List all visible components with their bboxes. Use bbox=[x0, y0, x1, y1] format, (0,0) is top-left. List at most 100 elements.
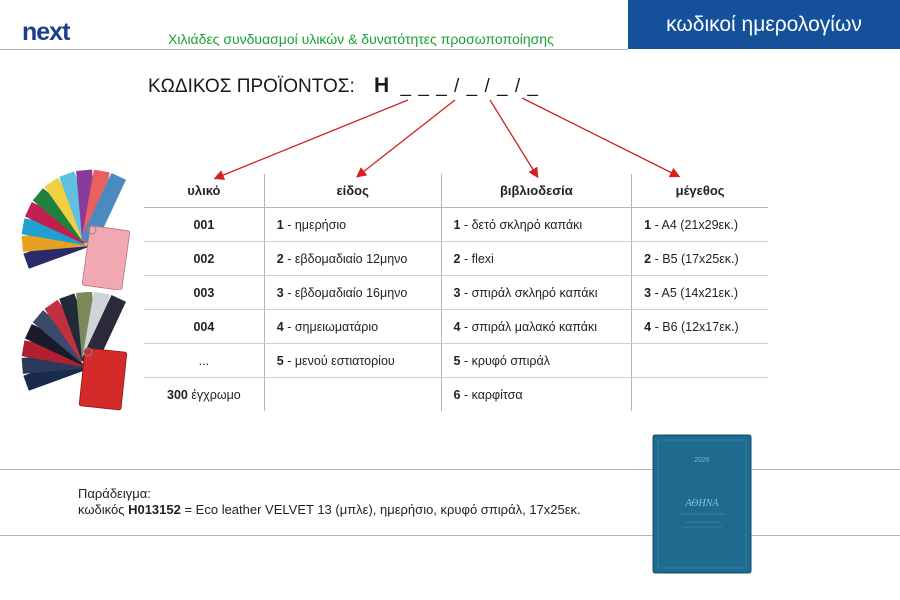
table-cell: 2 - flexi bbox=[440, 241, 632, 276]
cell-text: - A5 (14x21εκ.) bbox=[651, 285, 738, 300]
cell-text: - σημειωματάριο bbox=[283, 319, 379, 334]
tagline: Χιλιάδες συνδυασμοί υλικών & δυνατότητες… bbox=[168, 31, 554, 47]
cell-text: - A4 (21x29εκ.) bbox=[651, 217, 738, 232]
cell-code: 3 bbox=[644, 285, 652, 300]
cell-code: 2 bbox=[644, 251, 652, 266]
table-cell bbox=[631, 377, 768, 411]
page-title: κωδικοί ημερολογίων bbox=[666, 13, 862, 36]
cell-text: - B5 (17x25εκ.) bbox=[651, 251, 739, 266]
example-block: Παράδειγμα: κωδικός H013152 = Eco leathe… bbox=[78, 486, 581, 518]
header-divider bbox=[0, 49, 628, 50]
code-table: υλικό είδος βιβλιοδεσία μέγεθος 001 1 - η… bbox=[144, 174, 768, 411]
table-cell: 001 bbox=[144, 207, 265, 242]
table-cell bbox=[631, 343, 768, 378]
product-code-label: ΚΩΔΙΚΟΣ ΠΡΟΪΟΝΤΟΣ: bbox=[148, 76, 355, 97]
cell-code: 1 bbox=[276, 217, 284, 232]
table-cell: 1 - A4 (21x29εκ.) bbox=[631, 207, 768, 242]
header-material: υλικό bbox=[144, 174, 265, 208]
cell-text: - ημερήσιο bbox=[283, 217, 347, 232]
table-cell: 3 - σπιράλ σκληρό καπάκι bbox=[440, 275, 632, 310]
product-code-pattern: _ _ _ / _ / _ / _ bbox=[400, 76, 539, 97]
cell-code: 6 bbox=[453, 387, 461, 402]
table-header-row: υλικό είδος βιβλιοδεσία μέγεθος bbox=[144, 174, 768, 208]
planner-cover-text: ΑΘΗΝΑ bbox=[685, 498, 720, 509]
cell-code: 3 bbox=[453, 285, 461, 300]
material-swatch-fan-light bbox=[21, 169, 130, 290]
cell-code: 1 bbox=[453, 217, 461, 232]
arrow-size bbox=[521, 97, 681, 178]
table-cell: 3 - εβδομαδιαίο 16μηνο bbox=[263, 275, 442, 310]
example-bottom-divider bbox=[0, 535, 900, 536]
table-cell: 4 - B6 (12x17εκ.) bbox=[631, 309, 768, 344]
cell-code: 5 bbox=[276, 353, 284, 368]
table-cell: 1 - ημερήσιο bbox=[263, 207, 442, 242]
cell-code: 5 bbox=[453, 353, 461, 368]
brand-logo: next bbox=[22, 18, 70, 46]
table-cell: 5 - μενού εστιατορίου bbox=[263, 343, 442, 378]
table-cell: 4 - σημειωματάριο bbox=[263, 309, 442, 344]
table-cell: ... bbox=[144, 343, 265, 378]
cell-code: 4 bbox=[644, 319, 652, 334]
cell-text: - μενού εστιατορίου bbox=[283, 353, 395, 368]
table-cell: 002 bbox=[144, 241, 265, 276]
cell-code: 4 bbox=[276, 319, 284, 334]
cell-code: 001 bbox=[193, 217, 215, 232]
cell-text: - δετό σκληρό καπάκι bbox=[460, 217, 583, 232]
cell-text: - σπιράλ σκληρό καπάκι bbox=[460, 285, 598, 300]
example-description: = Eco leather VELVET 13 (μπλε), ημερήσιο… bbox=[180, 502, 581, 517]
cell-code: 300 bbox=[167, 387, 188, 402]
planner-year: 2026 bbox=[694, 457, 710, 464]
cell-text: - εβδομαδιαίο 16μηνο bbox=[283, 285, 408, 300]
header-size: μέγεθος bbox=[631, 174, 768, 208]
arrow-binding bbox=[489, 99, 539, 179]
table-cell: 4 - σπιράλ μαλακό καπάκι bbox=[440, 309, 632, 344]
table-cell: 003 bbox=[144, 275, 265, 310]
example-line: κωδικός H013152 = Eco leather VELVET 13 … bbox=[78, 502, 581, 518]
cell-code: 004 bbox=[193, 319, 215, 334]
cell-code: 003 bbox=[193, 285, 215, 300]
product-code-row: ΚΩΔΙΚΟΣ ΠΡΟΪΟΝΤΟΣ: H _ _ _ / _ / _ / _ bbox=[148, 74, 539, 98]
table-cell: 2 - εβδομαδιαίο 12μηνο bbox=[263, 241, 442, 276]
table-cell: 2 - B5 (17x25εκ.) bbox=[631, 241, 768, 276]
table-cell: 3 - A5 (14x21εκ.) bbox=[631, 275, 768, 310]
header-binding: βιβλιοδεσία bbox=[440, 174, 632, 208]
cell-code: 1 bbox=[644, 217, 652, 232]
cell-code: 4 bbox=[453, 319, 461, 334]
cell-code: 2 bbox=[453, 251, 461, 266]
table-cell: 1 - δετό σκληρό καπάκι bbox=[440, 207, 632, 242]
product-code-letter: H bbox=[374, 74, 390, 97]
example-title: Παράδειγμα: bbox=[78, 486, 151, 501]
table-cell: 6 - καρφίτσα bbox=[440, 377, 632, 411]
table-cell bbox=[263, 377, 442, 411]
material-swatch-fan-dark bbox=[21, 292, 128, 411]
table-cell: 300 έγχρωμο bbox=[144, 378, 264, 412]
table-cell: 5 - κρυφό σπιράλ bbox=[440, 343, 632, 378]
page-title-banner: κωδικοί ημερολογίων bbox=[628, 0, 900, 49]
table-cell: 004 bbox=[144, 309, 265, 344]
cell-text: - εβδομαδιαίο 12μηνο bbox=[283, 251, 408, 266]
cell-text: - σπιράλ μαλακό καπάκι bbox=[460, 319, 598, 334]
cell-text: - flexi bbox=[460, 251, 494, 266]
example-prefix: κωδικός bbox=[78, 502, 129, 517]
cell-text: έγχρωμο bbox=[187, 387, 241, 402]
cell-code: 3 bbox=[276, 285, 284, 300]
planner-cover: 2026 ΑΘΗΝΑ bbox=[652, 434, 752, 574]
cell-text: - καρφίτσα bbox=[460, 387, 523, 402]
table-row: 300 έγχρωμο 6 - καρφίτσα bbox=[144, 377, 768, 412]
cell-code: 2 bbox=[276, 251, 284, 266]
cell-code: 002 bbox=[193, 251, 215, 266]
cell-text: - κρυφό σπιράλ bbox=[460, 353, 551, 368]
planner-image: 2026 ΑΘΗΝΑ bbox=[652, 434, 752, 579]
cell-text: ... bbox=[198, 353, 210, 368]
arrow-type bbox=[355, 99, 456, 178]
example-top-divider bbox=[0, 469, 900, 470]
header-type: είδος bbox=[263, 174, 442, 208]
arrow-material bbox=[213, 99, 409, 180]
